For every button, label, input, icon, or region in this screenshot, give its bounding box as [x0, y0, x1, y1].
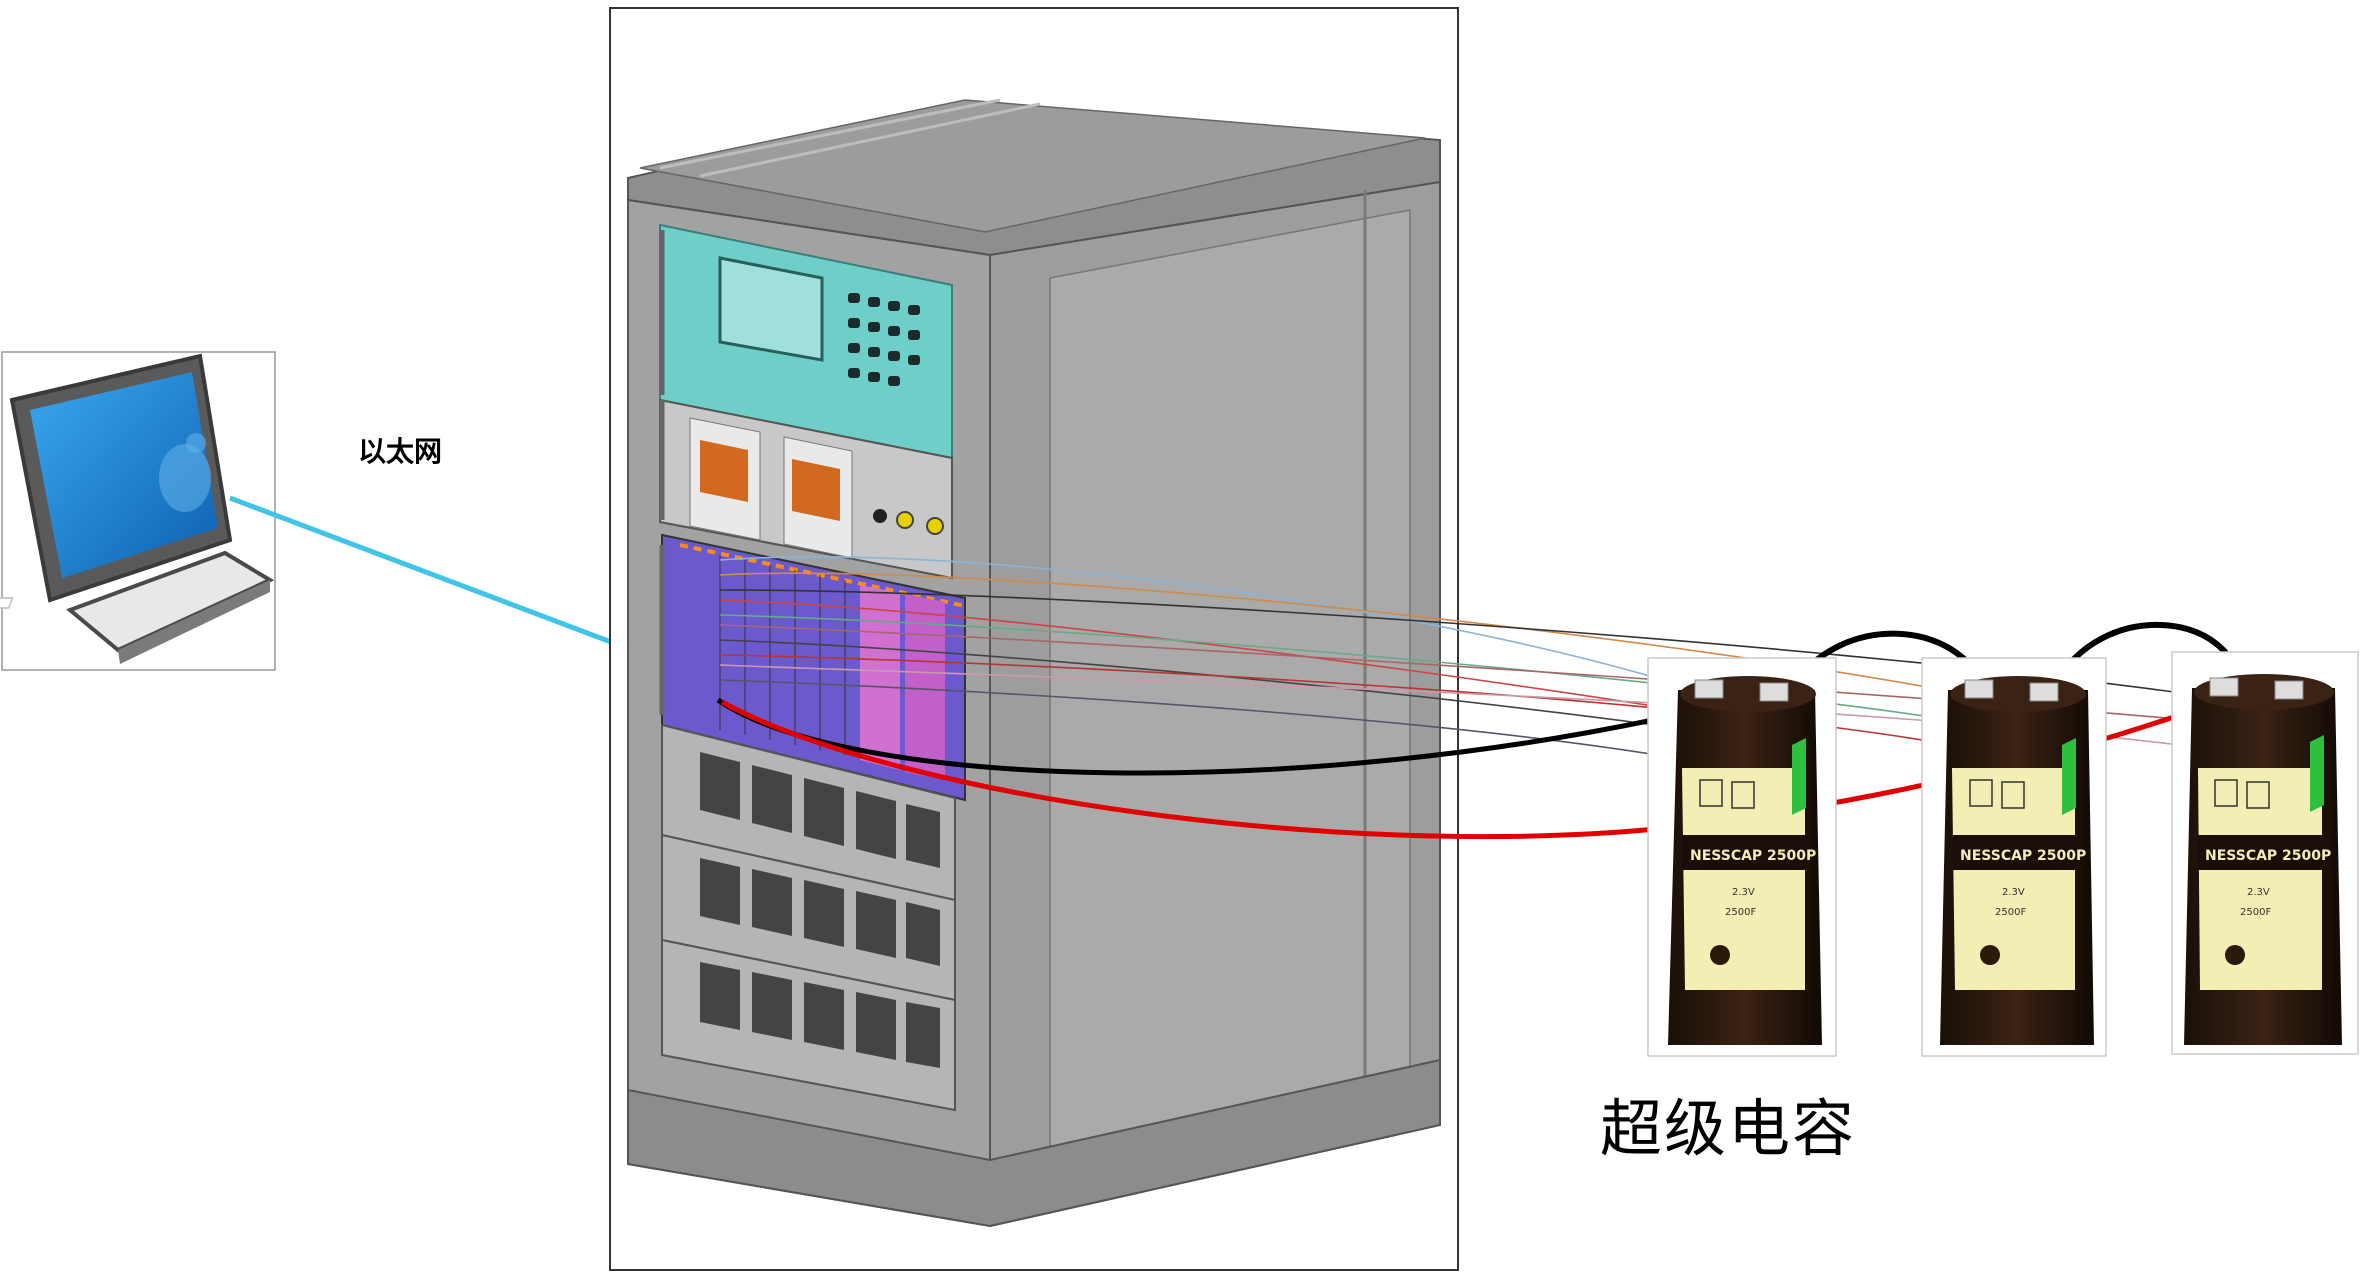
ethernet-label: 以太网 [358, 435, 443, 468]
svg-text:NESSCAP 2500P: NESSCAP 2500P [2205, 848, 2331, 864]
svg-text:2.3V: 2.3V [1732, 887, 1755, 898]
svg-text:2500F: 2500F [2240, 907, 2271, 918]
svg-text:2500F: 2500F [1995, 907, 2026, 918]
supercapacitor-3: NESSCAP 2500P 2.3V 2500F [2171, 651, 2359, 1055]
supercapacitor-2: NESSCAP 2500P 2.3V 2500F [1921, 657, 2107, 1057]
ethernet-cable [229, 495, 649, 659]
svg-text:2.3V: 2.3V [2247, 887, 2270, 898]
test-equipment-cabinet [609, 7, 1459, 1271]
computer-terminal-icon [0, 351, 276, 671]
positive-lead [720, 677, 2291, 840]
svg-text:2500F: 2500F [1725, 907, 1756, 918]
supercapacitor-1: NESSCAP 2500P 2.3V 2500F [1647, 657, 1837, 1057]
svg-text:NESSCAP 2500P: NESSCAP 2500P [1690, 848, 1816, 864]
svg-text:2.3V: 2.3V [2002, 887, 2025, 898]
svg-text:NESSCAP 2500P: NESSCAP 2500P [1960, 848, 2086, 864]
supercapacitor-label: 超级电容 [1600, 1092, 1857, 1165]
